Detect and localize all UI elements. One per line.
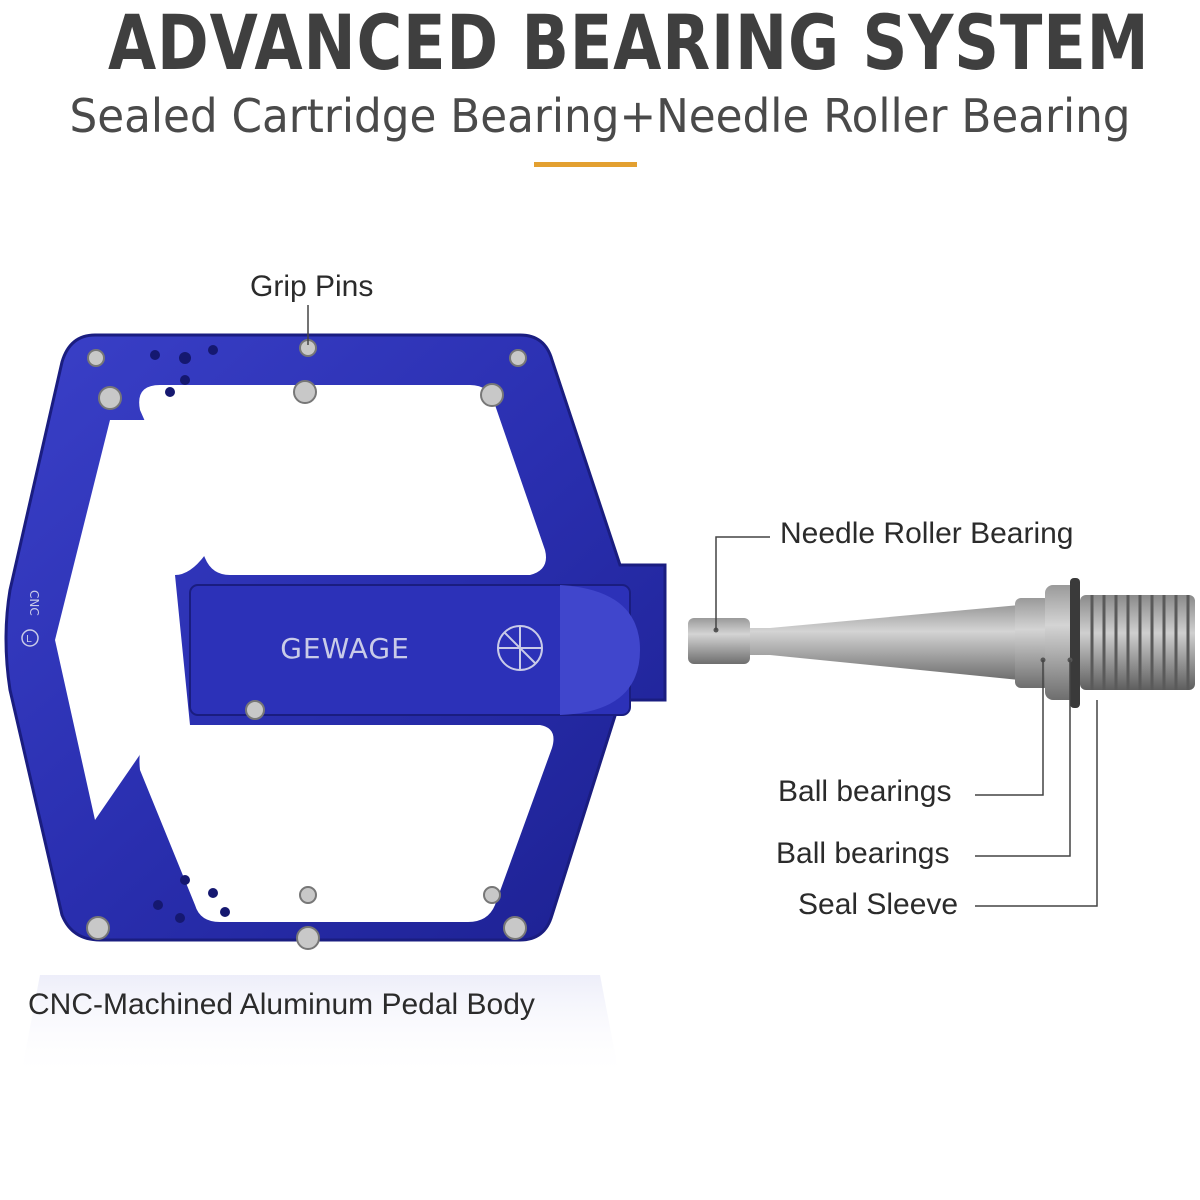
accent-divider [534, 162, 637, 167]
pin-holes [150, 345, 230, 923]
spindle [688, 578, 1195, 708]
ball-bearings-label-2: Ball bearings [776, 837, 950, 870]
page-title: ADVANCED BEARING SYSTEM [108, 0, 1150, 87]
page-subtitle: Sealed Cartridge Bearing+Needle Roller B… [69, 89, 1131, 143]
needle-roller-bearing-label: Needle Roller Bearing [780, 517, 1074, 550]
seal-sleeve-label: Seal Sleeve [798, 888, 959, 921]
pedal-body-label: CNC-Machined Aluminum Pedal Body [28, 988, 535, 1021]
brand-logo-icon [497, 625, 543, 671]
pedal-side-letter: L [26, 634, 32, 645]
pedal-brand-text: GEWAGE [280, 632, 410, 665]
ball-bearings-label-1: Ball bearings [778, 775, 952, 808]
pedal-side-mark: CNC [27, 590, 41, 616]
callout-lines [307, 305, 1098, 907]
upper-window [139, 385, 546, 575]
threads [1080, 595, 1195, 690]
grip-pins-label: Grip Pins [250, 270, 374, 303]
left-window [55, 420, 205, 820]
pedal-reflection [20, 975, 620, 1080]
pedal-body [4, 333, 667, 942]
lower-window [139, 725, 554, 922]
grip-pins [86, 339, 527, 950]
